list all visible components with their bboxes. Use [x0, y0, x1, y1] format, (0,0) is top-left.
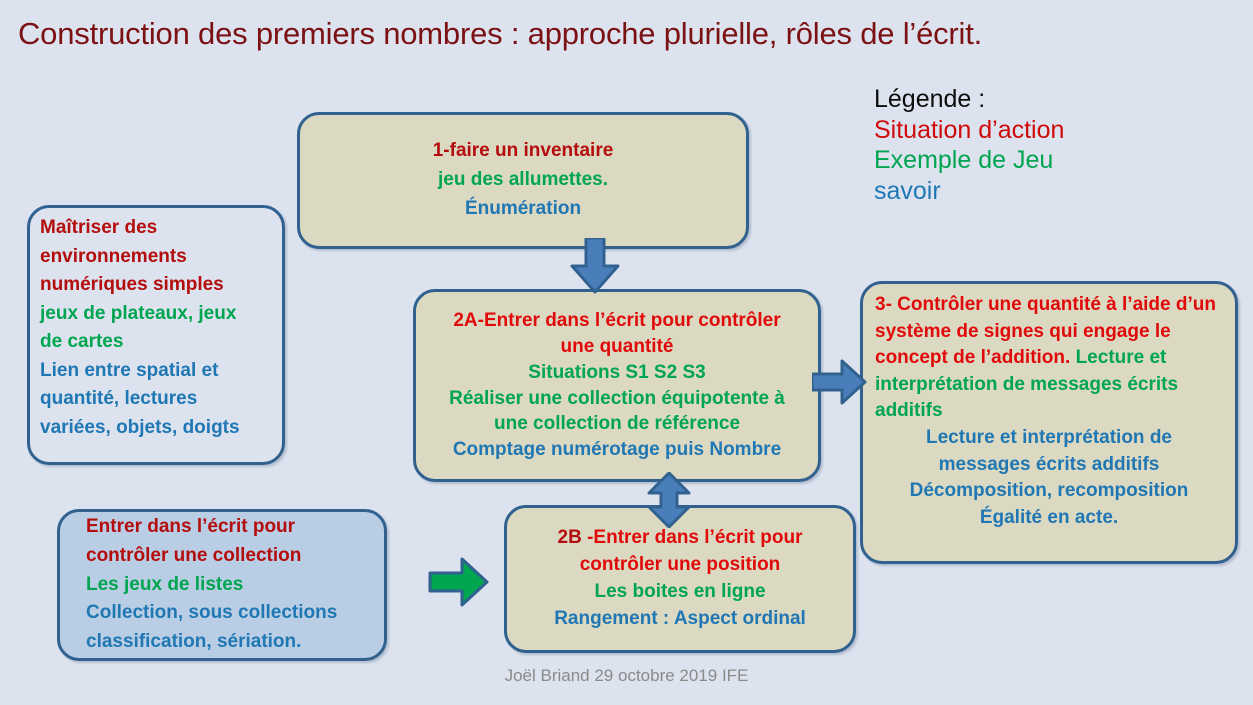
- node-2b-id-label: 2B: [557, 527, 582, 549]
- node-environnements-line-4: jeux de plateaux, jeux: [40, 302, 237, 324]
- node-3-action-text: 3- Contrôler une quantité à l’aide d’un …: [875, 294, 1216, 369]
- legend-item-savoir: savoir: [874, 176, 941, 205]
- node-inventaire-line-3: Énumération: [464, 197, 582, 219]
- node-inventaire-line-2: jeu des allumettes.: [437, 169, 608, 191]
- node-2a-line-3: Situations S1 S2 S3: [528, 361, 706, 383]
- page-title: Construction des premiers nombres : appr…: [18, 16, 983, 51]
- node-inventaire-line-1: 1-faire un inventaire: [432, 140, 614, 162]
- legend-title: Légende :: [874, 85, 986, 113]
- node-collection-line-1: Entrer dans l’écrit pour: [86, 515, 296, 537]
- node-3-knowledge-line-4: Égalité en acte.: [979, 506, 1119, 528]
- node-3-knowledge-line-1: Lecture et interprétation de: [926, 426, 1172, 448]
- node-environnements-line-1: Maîtriser des: [40, 217, 158, 238]
- node-2a-entrer-dans-ecrit-quantite[interactable]: 2A-Entrer dans l’écrit pour contrôler un…: [413, 289, 821, 482]
- node-2a-line-4: Réaliser une collection équipotente à: [449, 387, 785, 409]
- node-2b-line-2: contrôler une position: [579, 554, 781, 576]
- node-environnements-numeriques[interactable]: Maîtriser des environnements numériques …: [27, 205, 285, 465]
- arrow-down-inventaire-to-2a-icon: [570, 238, 620, 294]
- node-environnements-line-8: variées, objets, doigts: [40, 416, 240, 438]
- node-environnements-line-2: environnements: [40, 245, 187, 267]
- node-environnements-line-3: numériques simples: [40, 274, 224, 295]
- footer-credit: Joël Briand 29 octobre 2019 IFE: [504, 666, 749, 685]
- arrow-updown-2a-2b-icon: [647, 472, 691, 528]
- node-inventaire[interactable]: 1-faire un inventaire jeu des allumettes…: [297, 112, 749, 249]
- node-environnements-line-7: quantité, lectures: [40, 388, 198, 409]
- node-2a-line-1: 2A-Entrer dans l’écrit pour contrôler: [453, 310, 781, 332]
- node-collection-line-2: contrôler une collection: [86, 544, 302, 566]
- node-environnements-line-6: Lien entre spatial et: [40, 359, 219, 381]
- node-3-knowledge-block: Lecture et interprétation de messages éc…: [875, 425, 1223, 531]
- node-2b-line-3: Les boites en ligne: [594, 581, 766, 602]
- node-collection-line-4: Collection, sous collections: [86, 602, 338, 624]
- node-environnements-line-5: de cartes: [40, 331, 124, 352]
- node-collection-line-5: classification, sériation.: [86, 631, 302, 653]
- node-3-game-text: Lecture et interprétation de messages éc…: [875, 347, 1179, 422]
- node-2b-line-1-rest: -Entrer dans l’écrit pour: [581, 527, 803, 549]
- node-2b-line-1: 2B -Entrer dans l’écrit pour: [517, 525, 843, 552]
- legend-item-situation-action: Situation d’action: [874, 115, 1065, 144]
- node-3-knowledge-line-2: messages écrits additifs: [938, 453, 1160, 475]
- node-2b-line-4: Rangement : Aspect ordinal: [554, 607, 806, 629]
- legend-item-exemple-de-jeu: Exemple de Jeu: [874, 146, 1054, 174]
- node-3-paragraph: 3- Contrôler une quantité à l’aide d’un …: [875, 292, 1223, 425]
- node-2a-line-6: Comptage numérotage puis Nombre: [452, 439, 782, 461]
- node-collection-line-3: Les jeux de listes: [86, 573, 244, 595]
- node-3-controler-quantite-systeme-signes[interactable]: 3- Contrôler une quantité à l’aide d’un …: [860, 281, 1238, 564]
- node-2a-line-5: une collection de référence: [493, 413, 741, 435]
- node-entrer-ecrit-collection[interactable]: Entrer dans l’écrit pour contrôler une c…: [57, 509, 387, 661]
- node-3-knowledge-line-3: Décomposition, recomposition: [909, 480, 1189, 502]
- arrow-right-2a-to-3-icon: [812, 359, 867, 405]
- arrow-right-collection-to-2b-icon: [428, 557, 489, 607]
- node-2b-entrer-dans-ecrit-position[interactable]: 2B -Entrer dans l’écrit pour contrôler u…: [504, 505, 856, 653]
- node-2a-line-2: une quantité: [560, 335, 674, 357]
- legend: Légende : Situation d’action Exemple de …: [874, 84, 1234, 206]
